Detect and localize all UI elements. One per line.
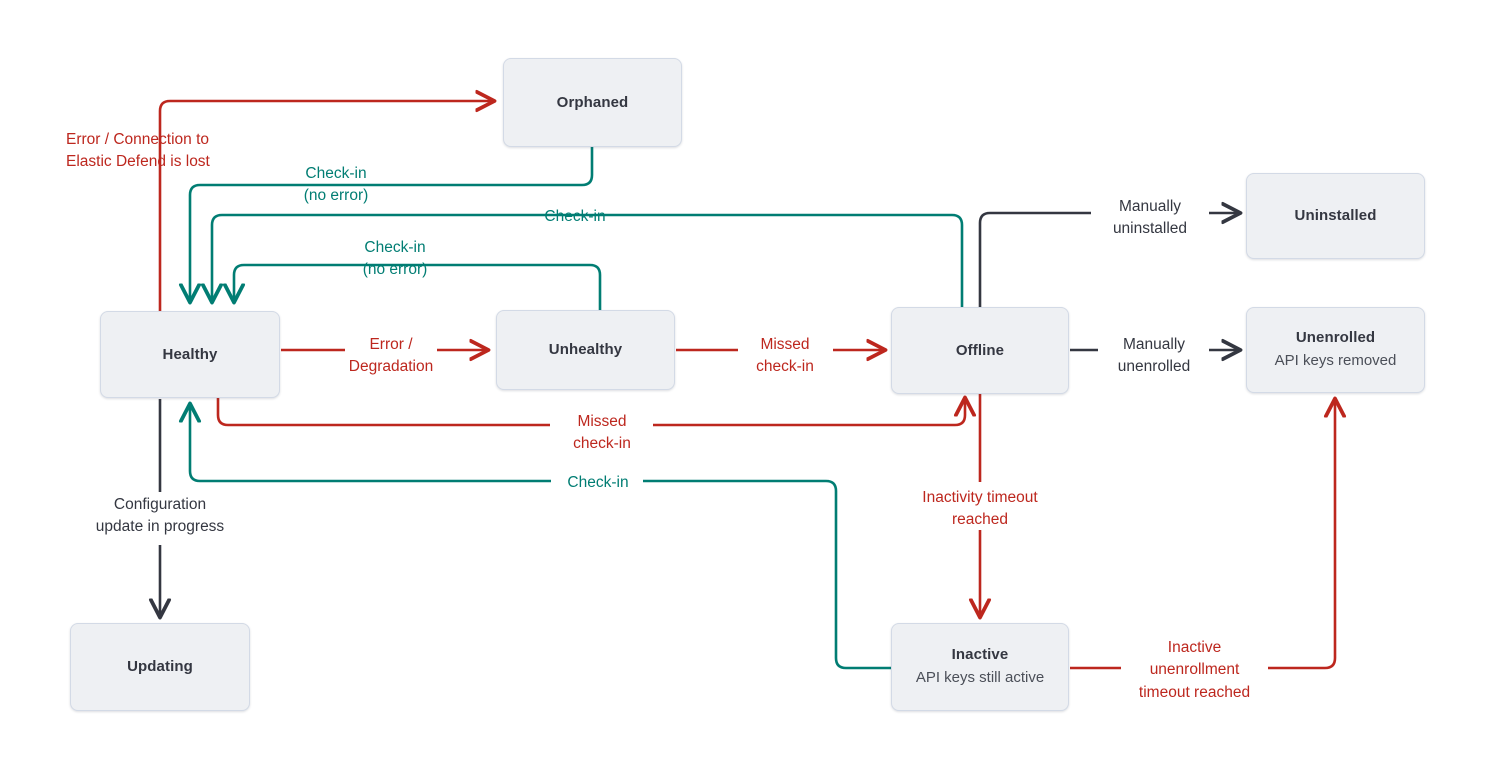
label-manually-unenrolled: Manually unenrolled xyxy=(1117,336,1191,376)
node-inactive-title: Inactive xyxy=(951,646,1009,664)
node-unhealthy-title: Unhealthy xyxy=(548,341,623,358)
node-uninstalled[interactable]: Uninstalled xyxy=(1246,173,1425,259)
label-inactive-unenrollment-timeout: Inactive unenrollment timeout reached xyxy=(1138,639,1251,701)
node-inactive[interactable]: Inactive API keys still active xyxy=(891,623,1069,711)
label-checkin-no-error-unhealthy: Check-in (no error) xyxy=(362,239,428,279)
node-uninstalled-title: Uninstalled xyxy=(1294,207,1377,224)
edge-offline-to-healthy xyxy=(212,213,964,307)
label-inactivity-timeout-reached: Inactivity timeout reached xyxy=(922,489,1038,529)
edge-inactive-to-healthy xyxy=(643,479,891,670)
label-checkin-no-error-orphaned: Check-in (no error) xyxy=(303,165,369,205)
edge-healthy-to-offline-missed-2 xyxy=(653,398,965,427)
edge-unhealthy-to-healthy xyxy=(234,263,602,311)
node-healthy-title: Healthy xyxy=(162,345,218,363)
label-configuration-update-in-progress: Configuration update in progress xyxy=(95,496,225,536)
edge-orphaned-to-healthy xyxy=(190,147,594,302)
node-unenrolled-subtitle: API keys removed xyxy=(1274,352,1397,370)
label-missed-checkin-unhealthy-offline: Missed check-in xyxy=(756,336,814,376)
node-healthy[interactable]: Healthy xyxy=(100,311,280,398)
label-checkin-offline-to-healthy: Check-in xyxy=(544,208,606,225)
node-orphaned[interactable]: Orphaned xyxy=(503,58,682,147)
edge-healthy-to-offline-missed xyxy=(216,398,550,427)
node-orphaned-title: Orphaned xyxy=(556,93,629,111)
node-unhealthy[interactable]: Unhealthy xyxy=(496,310,675,390)
label-manually-uninstalled: Manually uninstalled xyxy=(1112,198,1188,238)
edge-healthy-to-orphaned xyxy=(158,101,494,312)
edge-inactive-to-healthy-2 xyxy=(190,404,551,483)
label-error-connection-lost: Error / Connection to Elastic Defend is … xyxy=(66,131,210,171)
edge-inactive-to-unenrolled-2 xyxy=(1268,399,1335,670)
node-offline[interactable]: Offline xyxy=(891,307,1069,394)
node-unenrolled-title: Unenrolled xyxy=(1295,329,1376,347)
label-missed-checkin-healthy-offline: Missed check-in xyxy=(573,413,631,453)
label-error-degradation: Error / Degradation xyxy=(348,336,434,376)
node-updating-title: Updating xyxy=(127,658,193,675)
label-checkin-inactive-to-healthy: Check-in xyxy=(567,474,629,491)
node-inactive-subtitle: API keys still active xyxy=(915,669,1045,687)
node-unenrolled[interactable]: Unenrolled API keys removed xyxy=(1246,307,1425,393)
node-updating[interactable]: Updating xyxy=(70,623,250,711)
node-offline-title: Offline xyxy=(955,341,1005,359)
edge-offline-to-uninstalled xyxy=(978,211,1091,307)
